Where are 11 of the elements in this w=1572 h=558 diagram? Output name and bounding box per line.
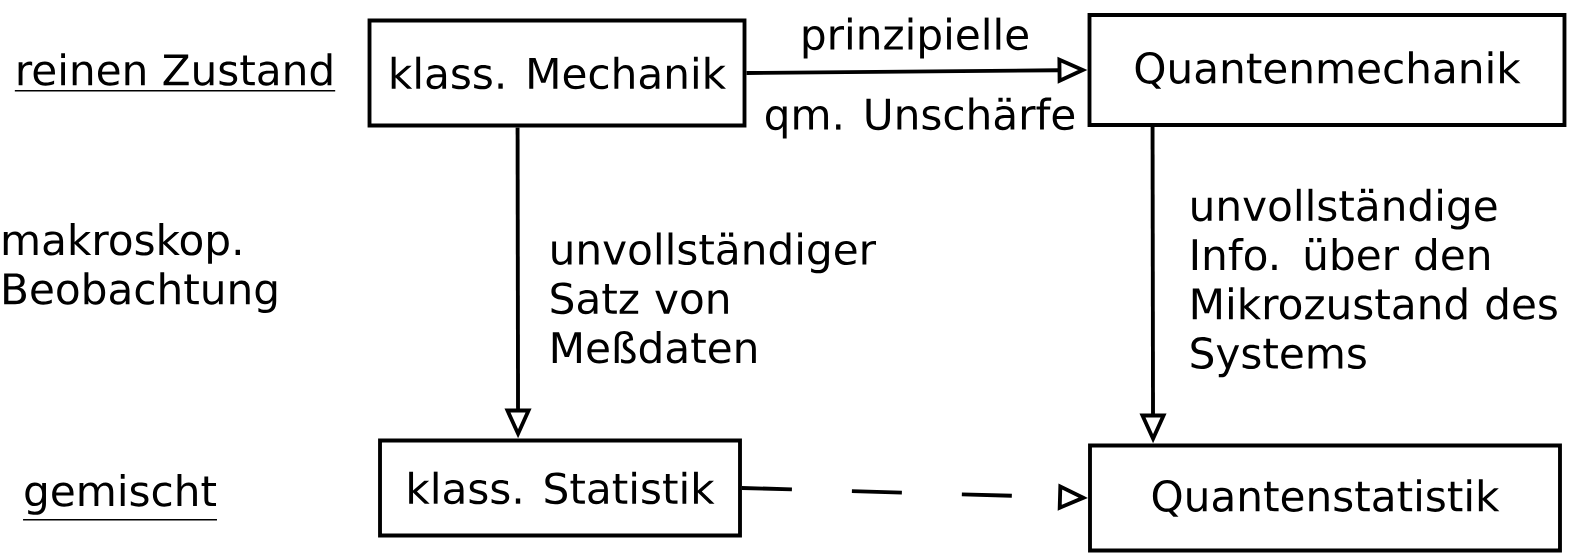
box: Quantenstatistik — [1088, 443, 1562, 553]
box: Quantenmechanik — [1087, 13, 1567, 127]
edge-label: unvollständiger Satz von Meßdaten — [551, 232, 877, 364]
box: klass. Mechanik — [367, 18, 747, 128]
edge-label: prinzipielle — [803, 17, 1028, 59]
text-label: reinen Zustand — [14, 53, 336, 92]
box: klass. Statistik — [378, 438, 742, 538]
text-label: makroskop. Beobachtung — [3, 223, 277, 313]
text-label: gemischt — [22, 474, 218, 521]
text-label: qm. Unschärfe — [766, 97, 1075, 139]
edge-label: unvollständige Info. über den Mikrozustand des Systems — [1191, 188, 1557, 378]
